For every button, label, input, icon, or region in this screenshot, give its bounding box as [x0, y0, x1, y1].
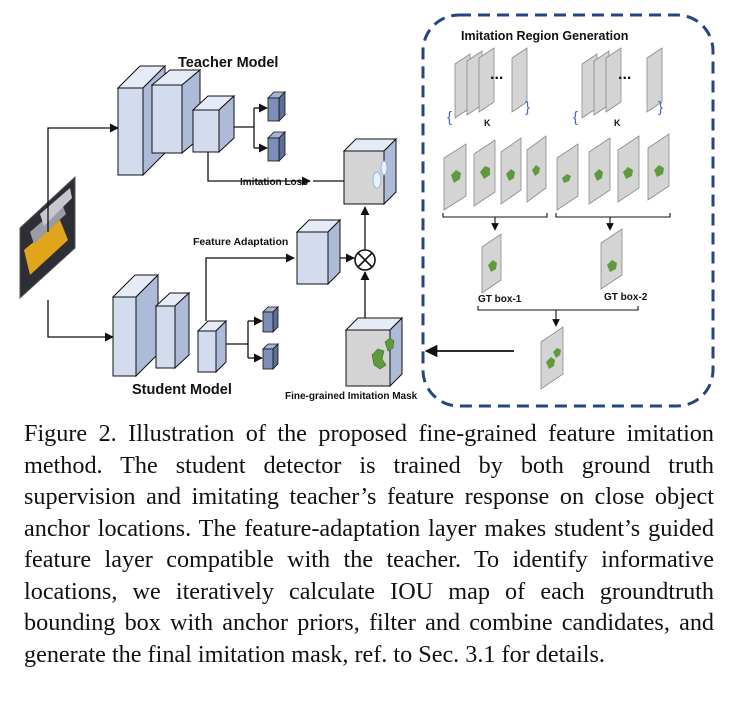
teacher-block-2: [150, 68, 202, 155]
anchor-stack-left: ... { } K: [447, 47, 530, 128]
teacher-output-head-1: [267, 91, 286, 122]
region-generation-panel: Imitation Region Generation ... { } K ..…: [421, 13, 715, 408]
svg-text:}: }: [525, 99, 530, 116]
svg-text:...: ...: [618, 66, 631, 83]
region-generation-title: Imitation Region Generation: [461, 29, 628, 43]
multiply-operator: [354, 249, 376, 271]
combine-connectors: [477, 306, 639, 327]
imitation-loss-label: Imitation Loss: [240, 177, 308, 188]
teacher-branch: [234, 103, 268, 153]
k-label-right: K: [614, 118, 621, 128]
teacher-output-head-2: [267, 131, 286, 162]
gt-box-2-map: [600, 228, 623, 290]
student-block-1: [111, 273, 160, 378]
region-panel-border: [421, 13, 715, 408]
iou-maps-row: [443, 133, 670, 211]
teacher-to-loss-arrow: [207, 152, 311, 186]
combined-mask-map: [540, 326, 564, 390]
teacher-model-label: Teacher Model: [178, 55, 278, 71]
teacher-model: Teacher Model: [116, 55, 311, 186]
svg-text:{: {: [447, 109, 452, 126]
svg-text:}: }: [658, 99, 663, 116]
k-label-left: K: [484, 118, 491, 128]
fine-grained-mask-label: Fine-grained Imitation Mask: [285, 391, 418, 402]
student-output-head-2: [262, 343, 279, 370]
teacher-block-3: [191, 94, 236, 154]
imitation-loss-block: [342, 137, 398, 206]
gt-box-1-label: GT box-1: [478, 294, 522, 305]
svg-text:{: {: [573, 109, 578, 126]
filter-connectors: [442, 213, 671, 231]
student-model: Student Model: [111, 253, 295, 398]
imitation-mask-block: [344, 316, 404, 388]
gt-box-1-map: [481, 233, 502, 294]
student-output-head-1: [262, 306, 279, 333]
feature-adaptation-block: [295, 218, 342, 286]
student-block-2: [154, 291, 191, 370]
figure-caption: Figure 2. Illustration of the proposed f…: [24, 420, 714, 668]
student-branch: [226, 316, 263, 363]
anchor-stack-right: ... { } K: [573, 47, 663, 128]
svg-text:...: ...: [490, 66, 503, 83]
gt-box-2-label: GT box-2: [604, 292, 648, 303]
input-connections: [47, 123, 119, 342]
student-block-3: [196, 319, 228, 374]
feature-adaptation-label: Feature Adaptation: [193, 236, 288, 248]
student-to-adaptation-arrow: [205, 253, 295, 321]
student-model-label: Student Model: [132, 382, 232, 398]
feature-imitation-diagram: Teacher Model: [19, 13, 715, 408]
